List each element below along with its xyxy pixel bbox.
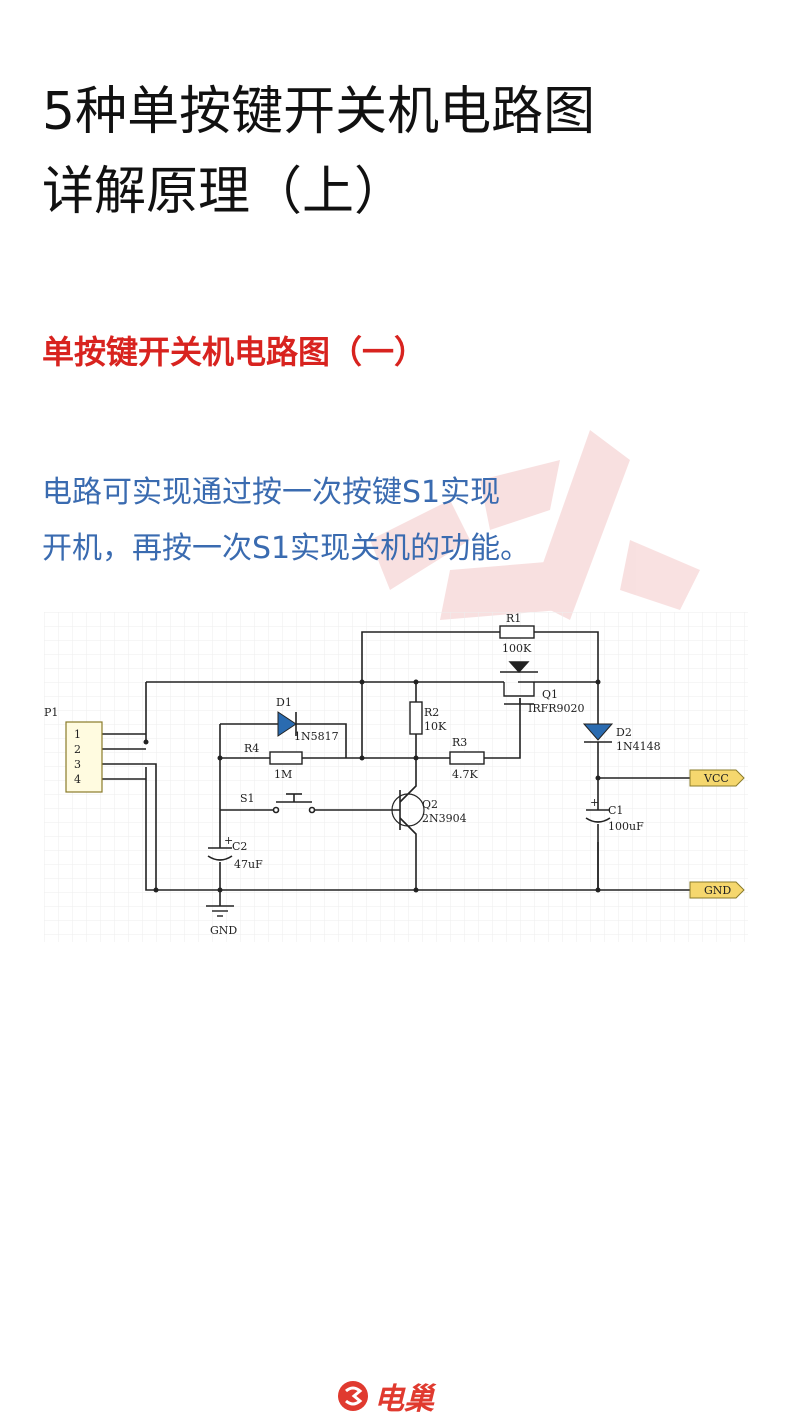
svg-text:R3: R3	[452, 736, 467, 749]
connector-p1: P1 1 2 3 4	[44, 706, 103, 793]
pin-label-3: 3	[74, 758, 81, 771]
svg-text:C1: C1	[608, 804, 623, 817]
s1-ref: S1	[240, 792, 255, 805]
svg-text:D1: D1	[276, 696, 292, 709]
pin-label-4: 4	[74, 773, 81, 786]
diode-d1: D1 1N5817	[276, 696, 339, 743]
svg-text:R1: R1	[506, 612, 521, 625]
title-line-1: 5种单按键开关机电路图	[42, 82, 596, 142]
circuit-schematic: P1 1 2 3 4 R1 100K Q1 IRFR9020 D1 1N5817…	[44, 612, 748, 942]
pin-label-1: 1	[74, 728, 81, 741]
description-line-2: 开机，再按一次S1实现关机的功能。	[42, 531, 531, 566]
wires	[102, 631, 690, 906]
mosfet-q1	[500, 661, 538, 705]
resistor-r2: R2 10K	[409, 701, 447, 735]
description-text: 电路可实现通过按一次按键S1实现 开机，再按一次S1实现关机的功能。	[42, 465, 682, 577]
ground-symbol-label: GND	[210, 924, 237, 937]
capacitor-c1: + C1 100uF	[585, 796, 644, 833]
description-line-1: 电路可实现通过按一次按键S1实现	[42, 475, 501, 510]
svg-text:+: +	[224, 834, 233, 847]
svg-text:1N5817: 1N5817	[294, 730, 339, 743]
svg-text:P1: P1	[44, 706, 58, 719]
svg-text:10K: 10K	[424, 720, 447, 733]
svg-text:VCC: VCC	[703, 772, 729, 785]
q2-value: 2N3904	[422, 812, 467, 825]
resistor-r3: R3 4.7K	[449, 736, 485, 781]
svg-text:C2: C2	[232, 840, 247, 853]
title-line-2: 详解原理（上）	[42, 162, 407, 222]
svg-text:D2: D2	[616, 726, 632, 739]
footer-logo: 电巢	[336, 1378, 434, 1417]
svg-text:R4: R4	[244, 742, 259, 755]
svg-text:47uF: 47uF	[234, 858, 263, 871]
net-label-gnd: GND	[689, 881, 745, 899]
pin-label-2: 2	[74, 743, 81, 756]
svg-text:1N4148: 1N4148	[616, 740, 661, 753]
resistor-r1: R1 100K	[499, 612, 535, 655]
svg-text:GND: GND	[704, 884, 731, 897]
resistor-r4: R4 1M	[244, 742, 303, 781]
svg-text:R2: R2	[424, 706, 439, 719]
q1-ref: Q1	[542, 688, 558, 701]
q2-ref: Q2	[422, 798, 438, 811]
transistor-q2-body	[391, 793, 425, 827]
watermark-logo	[370, 430, 700, 620]
section-heading: 单按键开关机电路图（一）	[42, 333, 427, 371]
ground-symbol	[206, 905, 234, 917]
svg-text:+: +	[590, 796, 599, 809]
svg-text:100uF: 100uF	[608, 820, 644, 833]
brand-icon	[338, 1381, 368, 1411]
diode-d2: D2 1N4148	[582, 723, 661, 753]
svg-text:100K: 100K	[502, 642, 532, 655]
svg-text:1M: 1M	[274, 768, 292, 781]
switch-s1	[272, 793, 316, 814]
junction-dots	[143, 679, 601, 893]
page-title: 5种单按键开关机电路图 详解原理（上）	[42, 72, 762, 232]
svg-text:4.7K: 4.7K	[452, 768, 478, 781]
capacitor-c2: + C2 47uF	[207, 834, 263, 871]
net-label-vcc: VCC	[689, 769, 745, 787]
brand-name: 电巢	[374, 1382, 434, 1417]
schematic-grid	[44, 612, 748, 942]
q1-value: IRFR9020	[528, 702, 585, 715]
